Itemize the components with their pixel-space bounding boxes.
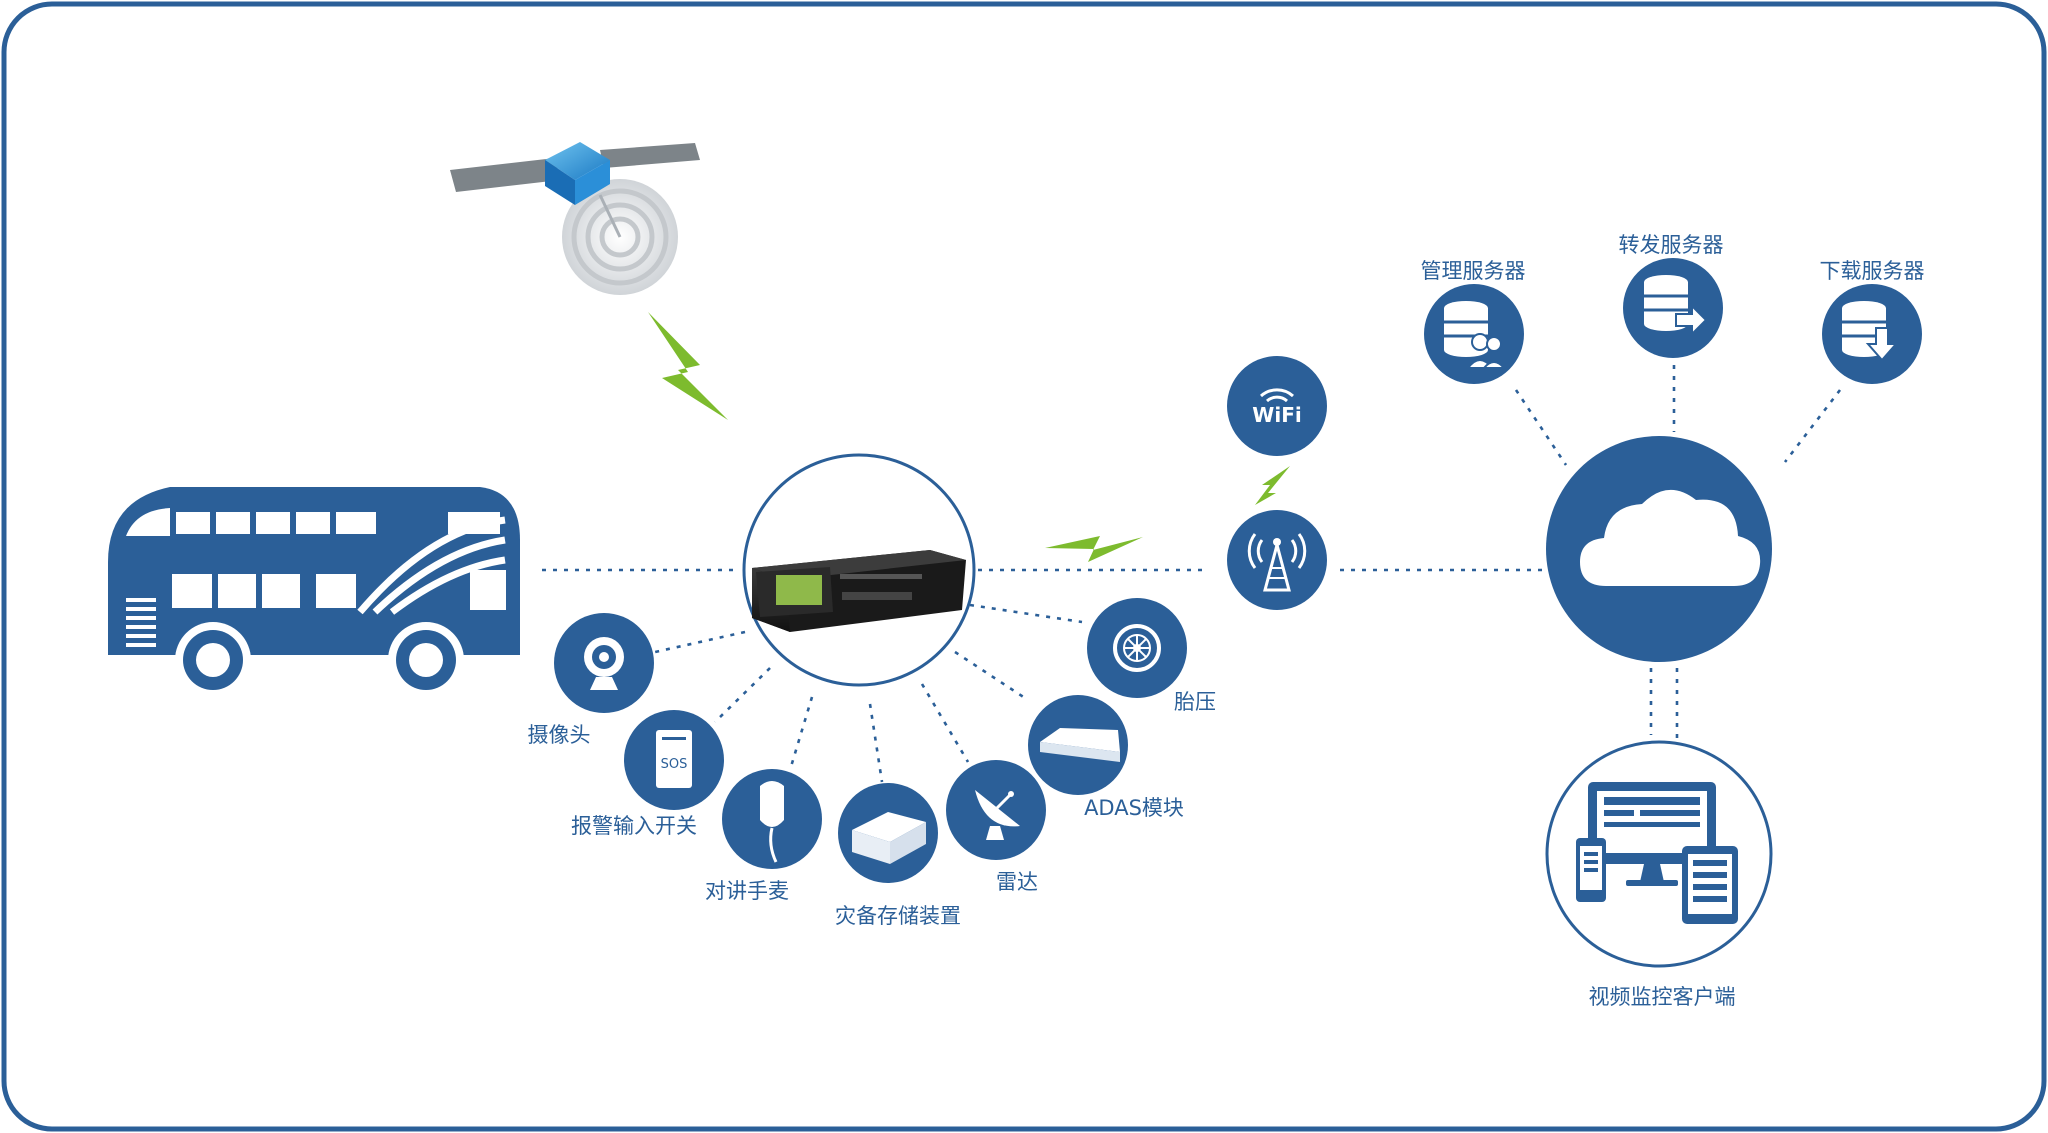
label-management-server: 管理服务器 — [1421, 259, 1526, 283]
tower-node — [1227, 510, 1327, 610]
storage-box-icon — [852, 812, 926, 864]
connection-lines — [542, 365, 1842, 783]
label-camera: 摄像头 — [528, 723, 591, 747]
adas-module-icon — [1040, 728, 1120, 762]
signal-tower-icon — [1247, 533, 1307, 592]
radar-dish-icon — [975, 790, 1020, 840]
server-forward-icon — [1644, 275, 1708, 337]
signal-bolt-wifi — [1255, 466, 1290, 505]
link-dvr-intercom — [788, 696, 814, 771]
mobile-dvr-icon — [752, 550, 966, 632]
sos-text: SOS — [661, 757, 688, 772]
management-server-node: 管理服务器 — [1421, 259, 1526, 384]
server-users-icon — [1444, 301, 1507, 369]
forwarding-server-node: 转发服务器 — [1619, 233, 1724, 358]
label-tire-pressure: 胎压 — [1174, 690, 1216, 714]
tire-icon — [1113, 624, 1161, 672]
link-dvr-tire — [969, 603, 1083, 624]
link-dvr-adas — [954, 650, 1029, 702]
label-radar: 雷达 — [996, 870, 1038, 894]
label-adas: ADAS模块 — [1084, 796, 1184, 820]
signal-bolt-dvr — [1045, 536, 1143, 562]
cloud-node — [1546, 436, 1772, 662]
label-intercom: 对讲手麦 — [705, 879, 789, 903]
link-dvr-sos — [714, 667, 771, 723]
sos-button-icon: SOS — [656, 730, 692, 788]
label-client: 视频监控客户端 — [1589, 985, 1736, 1009]
link-server-mgmt — [1514, 389, 1568, 466]
link-dvr-storage — [868, 703, 884, 783]
radar-node: 雷达 — [946, 760, 1046, 894]
download-server-node: 下载服务器 — [1820, 259, 1925, 384]
wifi-icon: WiFi — [1252, 388, 1302, 427]
wifi-node: WiFi — [1227, 356, 1327, 456]
handheld-microphone-icon — [760, 781, 784, 863]
storage-node: 灾备存储装置 — [835, 783, 961, 928]
camera-node: 摄像头 — [528, 613, 654, 747]
signal-bolt-satellite — [648, 312, 728, 420]
link-server-dl — [1783, 389, 1842, 463]
label-download-server: 下载服务器 — [1820, 259, 1925, 283]
link-dvr-camera — [654, 630, 746, 654]
label-storage: 灾备存储装置 — [835, 904, 961, 928]
server-download-icon — [1842, 301, 1899, 362]
client-node: 视频监控客户端 — [1545, 740, 1773, 1009]
multi-device-icon — [1576, 782, 1738, 924]
sos-node: SOS 报警输入开关 — [571, 710, 724, 838]
cloud-icon — [1580, 489, 1761, 586]
mobile-dvr-node — [742, 453, 976, 687]
double-decker-bus-icon — [108, 487, 520, 698]
adas-node: ADAS模块 — [1028, 695, 1184, 820]
wifi-text: WiFi — [1252, 403, 1301, 427]
label-alarm-switch: 报警输入开关 — [571, 814, 697, 838]
webcam-icon — [584, 637, 624, 690]
label-forwarding-server: 转发服务器 — [1619, 233, 1724, 257]
satellite-icon — [450, 142, 700, 295]
intercom-node: 对讲手麦 — [705, 769, 822, 903]
link-dvr-radar — [920, 683, 970, 763]
tire-pressure-node: 胎压 — [1087, 598, 1216, 714]
